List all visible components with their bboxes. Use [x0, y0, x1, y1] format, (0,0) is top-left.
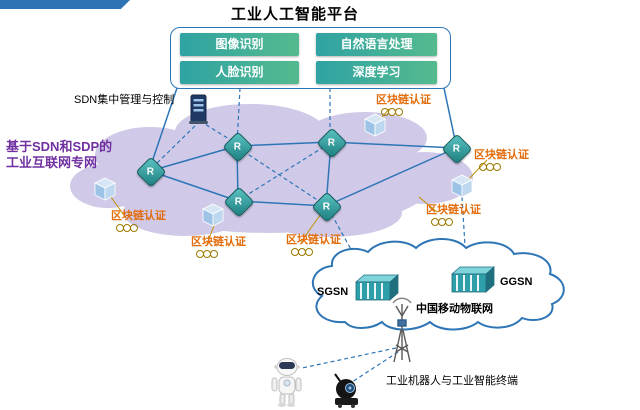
blockchain-chain-icon	[381, 108, 431, 116]
network-cubes	[94, 113, 473, 227]
blockchain-chain-icon	[431, 218, 481, 226]
sdn-controller-server-icon	[189, 94, 208, 124]
smart-terminal-icon	[334, 373, 358, 408]
terminals-label: 工业机器人与工业智能终端	[386, 375, 518, 387]
blockchain-chain-icon	[479, 163, 529, 171]
blockchain-chain-icon	[116, 224, 166, 232]
mobile-iot-cloud	[311, 238, 565, 331]
blockchain-auth-label: 区块链认证	[191, 233, 246, 258]
blockchain-auth-label: 区块链认证	[426, 201, 481, 226]
industrial-robot-icon	[271, 358, 302, 407]
router-label: R	[323, 201, 331, 213]
sgsn-gateway-icon	[354, 274, 400, 301]
blockchain-auth-label: 区块链认证	[286, 231, 341, 256]
blockchain-auth-label: 区块链认证	[111, 207, 166, 232]
router-label: R	[328, 137, 336, 149]
router-label: R	[147, 166, 155, 178]
module-face-recognition: 人脸识别	[180, 61, 299, 84]
sdn-network-cloud	[70, 104, 473, 237]
module-nlp: 自然语言处理	[316, 33, 437, 56]
blockchain-auth-text: 区块链认证	[376, 94, 431, 106]
ggsn-label: GGSN	[500, 276, 533, 288]
network-cube-icon	[202, 203, 224, 227]
ggsn-gateway-icon	[450, 266, 496, 293]
sgsn-label: SGSN	[317, 286, 349, 298]
network-name-line1: 基于SDN和SDP的	[6, 139, 113, 154]
network-cube-icon	[364, 113, 386, 137]
router-label: R	[234, 141, 242, 153]
blockchain-auth-text: 区块链认证	[474, 149, 529, 161]
blockchain-chain-icon	[291, 248, 341, 256]
sdn-control-label: SDN集中管理与控制	[74, 94, 175, 106]
module-image-recognition: 图像识别	[180, 33, 299, 56]
network-cube-icon	[451, 174, 473, 198]
module-deep-learning: 深度学习	[316, 61, 437, 84]
blockchain-auth-text: 区块链认证	[191, 236, 246, 248]
cell-tower-icon	[392, 297, 412, 363]
blockchain-auth-label: 区块链认证	[474, 146, 529, 171]
blockchain-auth-text: 区块链认证	[111, 210, 166, 222]
network-name-line2: 工业互联网专网	[6, 155, 98, 170]
blockchain-chain-icon	[196, 250, 246, 258]
router-label: R	[235, 196, 243, 208]
blockchain-auth-text: 区块链认证	[426, 204, 481, 216]
router-label: R	[453, 143, 461, 155]
slide-banner-shape	[0, 0, 130, 9]
network-cube-icon	[94, 177, 116, 201]
blockchain-auth-text: 区块链认证	[286, 234, 341, 246]
mobile-iot-label: 中国移动物联网	[416, 303, 493, 315]
page-title: 工业人工智能平台	[230, 6, 359, 23]
blockchain-auth-label: 区块链认证	[376, 91, 431, 116]
